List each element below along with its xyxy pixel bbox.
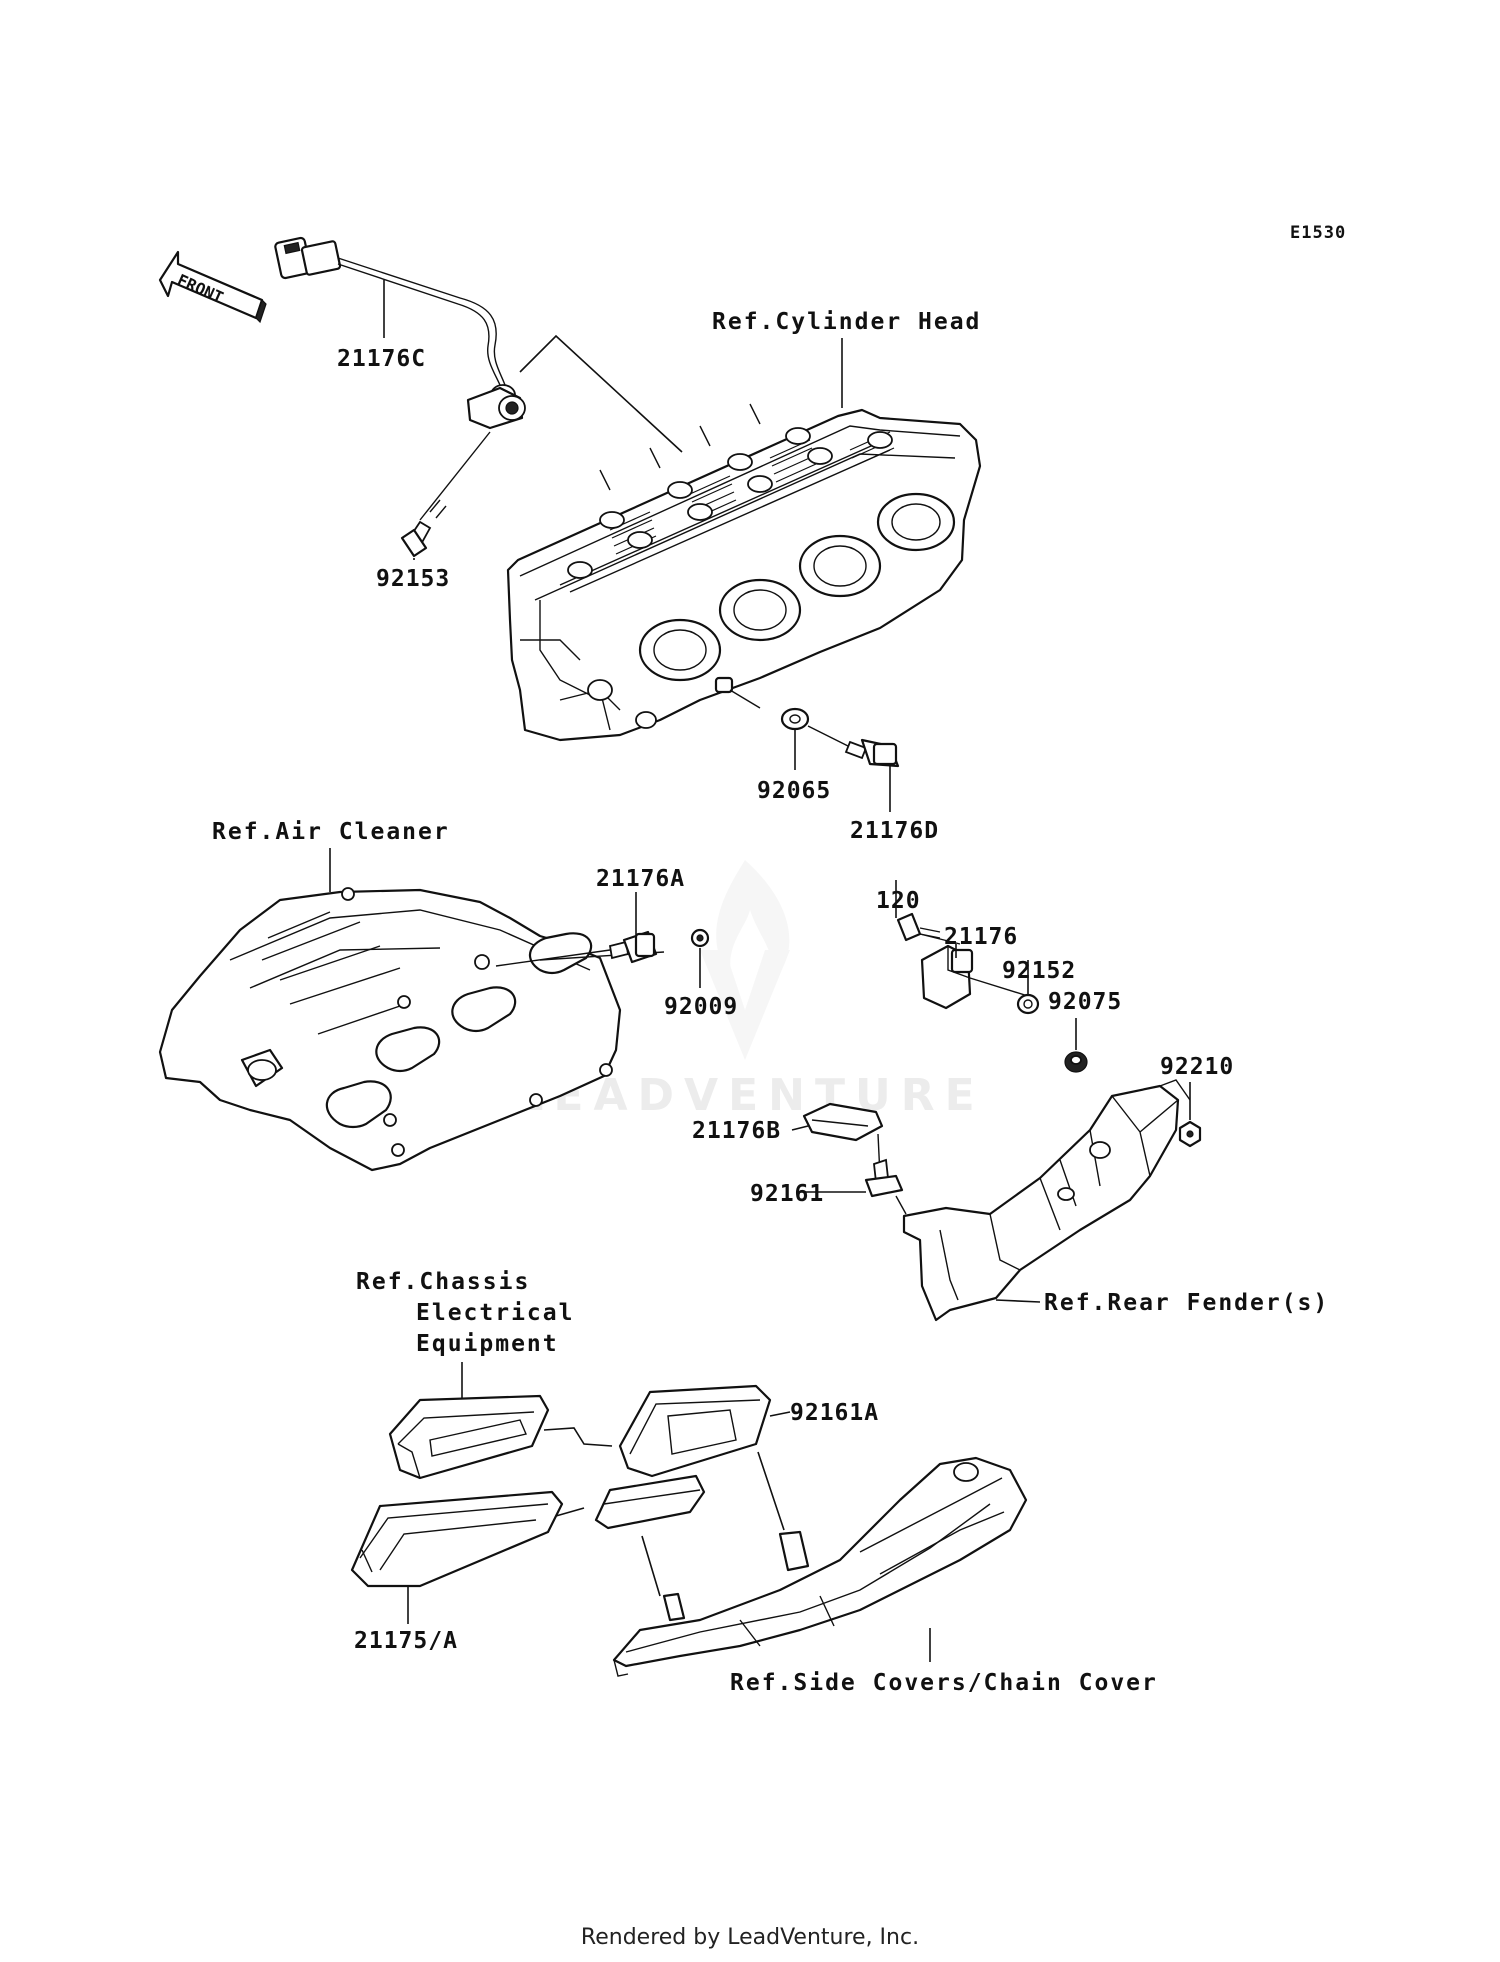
chassis-electrical-box-illustration — [388, 1394, 550, 1480]
ref-chassis-line3: Equipment — [416, 1331, 559, 1357]
part-label-21175a: 21175/A — [354, 1628, 458, 1654]
part-label-92065: 92065 — [757, 778, 831, 804]
part-label-92210: 92210 — [1160, 1054, 1234, 1080]
part-label-21176d: 21176D — [850, 818, 939, 844]
ecu-92161a-illustration — [594, 1384, 772, 1530]
part-label-92161a: 92161A — [790, 1400, 879, 1426]
ref-chassis-line2: Electrical — [416, 1300, 574, 1326]
ecu-21175a-illustration — [350, 1490, 564, 1588]
sensor-21176c-illustration — [274, 236, 526, 430]
part-label-92075: 92075 — [1048, 989, 1122, 1015]
render-credit: Rendered by LeadVenture, Inc. — [580, 1925, 920, 1950]
ref-side-covers: Ref.Side Covers/Chain Cover — [730, 1670, 1158, 1696]
sensor-21176-illustration — [920, 944, 1029, 1010]
sensor-21176a-illustration — [495, 930, 665, 967]
part-label-92152: 92152 — [1002, 958, 1076, 984]
part-label-21176: 21176 — [944, 924, 1018, 950]
grommet-92075-illustration — [1064, 1051, 1088, 1073]
bolt-120-illustration — [896, 912, 961, 945]
leader-rear-fender — [995, 1299, 1041, 1303]
part-label-92153: 92153 — [376, 566, 450, 592]
washer-92065-illustration — [729, 689, 810, 731]
sensor-21176d-illustration — [807, 725, 900, 768]
screw-92009-illustration — [690, 928, 710, 948]
bracket-92161-illustration — [864, 1158, 907, 1215]
part-label-92161: 92161 — [750, 1181, 824, 1207]
leader-sensor-to-head — [519, 334, 683, 453]
air-cleaner-illustration — [158, 887, 622, 1172]
ref-chassis-line1: Ref.Chassis — [356, 1269, 530, 1295]
ref-rear-fender: Ref.Rear Fender(s) — [1044, 1290, 1329, 1316]
leader-21175a-link — [555, 1507, 585, 1517]
leader-ecu-to-cover-1 — [641, 1535, 661, 1597]
watermark-flame-logo — [700, 860, 790, 1060]
leader-21176b — [791, 1125, 809, 1131]
cylinder-head-illustration — [506, 403, 982, 742]
leader-chassis-to-ecu — [543, 1427, 613, 1447]
part-label-92009: 92009 — [664, 994, 738, 1020]
rear-fender-illustration — [902, 1079, 1191, 1322]
leader-ecu-to-cover-2 — [757, 1451, 785, 1531]
bolt-92153-illustration — [400, 431, 491, 558]
part-label-21176b: 21176B — [692, 1118, 781, 1144]
leader-92161a — [769, 1411, 791, 1417]
diagram-code: E1530 — [1290, 223, 1346, 243]
bushing-92152-illustration — [1016, 993, 1040, 1015]
part-label-120: 120 — [876, 888, 921, 914]
nut-92210-illustration — [1178, 1120, 1202, 1148]
part-label-21176c: 21176C — [337, 346, 426, 372]
ref-air-cleaner: Ref.Air Cleaner — [212, 819, 450, 845]
front-arrow-icon: FRONT — [158, 250, 267, 324]
part-label-21176a: 21176A — [596, 866, 685, 892]
ref-cylinder-head: Ref.Cylinder Head — [712, 309, 981, 335]
side-cover-illustration — [612, 1456, 1028, 1677]
sensor-21176b-illustration — [802, 1102, 884, 1177]
